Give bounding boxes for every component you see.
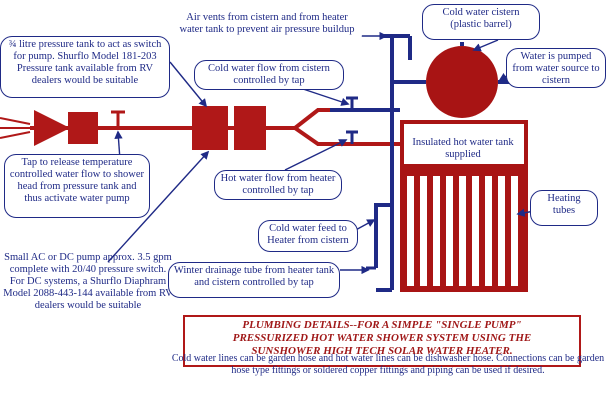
label-pump-info: Small AC or DC pump approx. 3.5 gpm comp… xyxy=(3,252,173,311)
plumbing-details-box: Plumbing details--for a simple "single p… xyxy=(183,315,581,367)
shower-spray xyxy=(0,117,31,139)
details-line-3: sunshower high tech solar water heater. xyxy=(251,345,513,357)
cold-water-cistern xyxy=(426,46,498,118)
details-line-2: pressurized hot water shower system usin… xyxy=(232,332,532,344)
details-line-1: Plumbing details--for a simple "single p… xyxy=(242,319,522,331)
split-pipe-upper xyxy=(293,108,330,130)
label-hot-flow: Hot water flow from heater controlled by… xyxy=(214,170,342,200)
tap-hot xyxy=(346,130,358,144)
heating-tubes-graphic xyxy=(407,176,518,286)
label-cold-feed: Cold water feed to Heater from cistern xyxy=(258,220,358,252)
pressure-tank-block xyxy=(192,106,228,150)
label-cold-cistern: Cold water cistern (plastic barrel) xyxy=(422,4,540,40)
label-winter-drain: Winter drainage tube from heater tank an… xyxy=(168,262,340,298)
label-water-pumped: Water is pumped from water source to cis… xyxy=(506,48,606,88)
valve-block xyxy=(68,112,98,144)
label-tap-release: Tap to release temperature controlled wa… xyxy=(4,154,150,218)
check-valve xyxy=(34,110,70,146)
pump-block xyxy=(234,106,266,150)
footer-note: Cold water lines can be garden hose and … xyxy=(171,353,605,376)
split-pipe-lower xyxy=(293,126,330,146)
label-cold-flow: Cold water flow from cistern controlled … xyxy=(194,60,344,90)
label-insulated-tank: Insulated hot water tank supplied xyxy=(408,137,518,161)
label-pressure-tank: ¾ litre pressure tank to act as switch f… xyxy=(0,36,170,98)
cold-feed-pipe xyxy=(374,203,392,268)
label-air-vents: Air vents from cistern and from heater w… xyxy=(172,10,362,46)
label-heating-tubes: Heating tubes xyxy=(530,190,598,226)
